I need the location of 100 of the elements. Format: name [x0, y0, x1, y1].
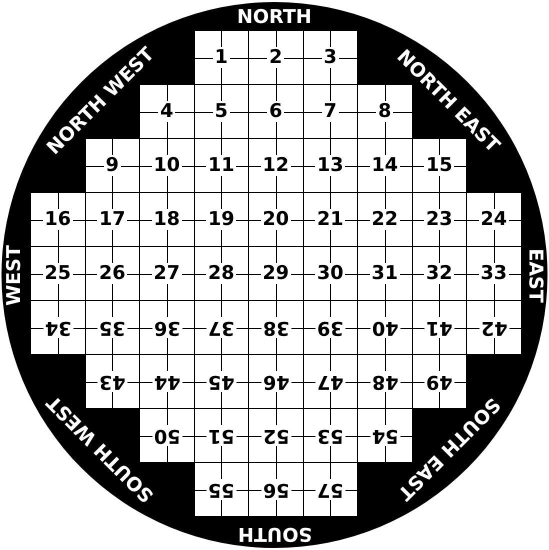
- die-cell: [357, 138, 412, 193]
- die-number: 18: [152, 209, 182, 230]
- die-cell: [194, 138, 249, 193]
- die-number: 27: [152, 263, 182, 284]
- die-number: 49: [424, 371, 454, 392]
- die-cell: [357, 246, 412, 301]
- die-number: 31: [370, 263, 400, 284]
- die-number: 56: [260, 479, 291, 500]
- die-number: 55: [206, 479, 236, 500]
- die-cell: [248, 30, 304, 85]
- die-number: 57: [315, 479, 346, 500]
- die-cell: [357, 300, 412, 355]
- die-number: 29: [260, 263, 291, 284]
- die-number: 3: [322, 47, 339, 68]
- die-cell: [248, 300, 304, 355]
- die-cell: [194, 84, 249, 139]
- die-cell: [194, 408, 249, 463]
- die-number: 43: [97, 371, 128, 392]
- die-cell: [412, 246, 467, 301]
- die-number: 20: [260, 209, 291, 230]
- die-number: 1: [212, 47, 230, 68]
- die-cell: [357, 192, 412, 247]
- die-number: 12: [260, 155, 291, 176]
- die-number: 46: [260, 371, 291, 392]
- die-cell: [194, 246, 249, 301]
- die-number: 23: [424, 209, 454, 230]
- die-cell: [194, 192, 249, 247]
- die-number: 17: [97, 209, 128, 230]
- die-cell: [248, 192, 304, 247]
- die-number: 33: [478, 263, 509, 284]
- die-number: 36: [152, 317, 182, 338]
- die-number: 19: [206, 209, 236, 230]
- die-cell: [302, 408, 358, 463]
- die-cell: [302, 138, 358, 193]
- die-number: 5: [212, 101, 230, 122]
- die-cell: [302, 84, 358, 139]
- die-number: 40: [370, 317, 400, 338]
- die-cell: [139, 192, 194, 247]
- die-cell: [194, 300, 249, 355]
- die-number: 28: [206, 263, 236, 284]
- die-cell: [248, 354, 304, 409]
- die-number: 47: [315, 371, 346, 392]
- die-number: 11: [206, 155, 236, 176]
- die-number: 32: [424, 263, 454, 284]
- compass-label: EAST: [525, 248, 544, 302]
- die-cell: [302, 354, 358, 409]
- compass-label: SOUTH: [238, 524, 312, 542]
- die-cell: [139, 138, 194, 193]
- die-number: 48: [370, 371, 400, 392]
- die-cell: [357, 354, 412, 409]
- die-number: 4: [158, 101, 176, 122]
- compass-label: NORTH: [237, 8, 312, 26]
- die-number: 16: [42, 209, 73, 230]
- die-cell: [412, 192, 467, 247]
- die-cell: [194, 462, 249, 517]
- die-cell: [248, 462, 304, 517]
- die-cell: [302, 462, 358, 517]
- die-cell: [194, 30, 249, 85]
- die-cell: [412, 300, 467, 355]
- die-number: 2: [267, 47, 284, 68]
- die-cell: [30, 300, 86, 355]
- die-number: 26: [97, 263, 128, 284]
- die-cell: [139, 300, 194, 355]
- die-cell: [30, 246, 86, 301]
- die-number: 25: [42, 263, 73, 284]
- die-cell: [84, 246, 140, 301]
- die-cell: [194, 354, 249, 409]
- die-number: 50: [152, 425, 182, 446]
- die-number: 35: [97, 317, 128, 338]
- die-number: 51: [206, 425, 236, 446]
- die-cell: [248, 138, 304, 193]
- die-number: 9: [104, 155, 121, 176]
- die-number: 22: [370, 209, 400, 230]
- die-cell: [84, 192, 140, 247]
- die-number: 30: [315, 263, 346, 284]
- die-number: 15: [424, 155, 454, 176]
- die-number: 6: [267, 101, 284, 122]
- die-cell: [466, 300, 522, 355]
- die-number: 21: [315, 209, 346, 230]
- die-number: 52: [260, 425, 291, 446]
- die-number: 13: [315, 155, 346, 176]
- die-number: 38: [260, 317, 291, 338]
- die-cell: [248, 246, 304, 301]
- die-cell: [466, 192, 522, 247]
- die-number: 8: [376, 101, 394, 122]
- die-number: 7: [322, 101, 339, 122]
- die-number: 37: [206, 317, 236, 338]
- die-number: 53: [315, 425, 346, 446]
- die-number: 10: [152, 155, 182, 176]
- die-cell: [139, 354, 194, 409]
- die-number: 44: [152, 371, 182, 392]
- die-cell: [302, 300, 358, 355]
- die-number: 45: [206, 371, 236, 392]
- die-cell: [248, 84, 304, 139]
- die-cell: [248, 408, 304, 463]
- die-cell: [30, 192, 86, 247]
- die-cell: [139, 246, 194, 301]
- die-cell: [466, 246, 522, 301]
- die-number: 14: [370, 155, 400, 176]
- die-number: 24: [478, 209, 509, 230]
